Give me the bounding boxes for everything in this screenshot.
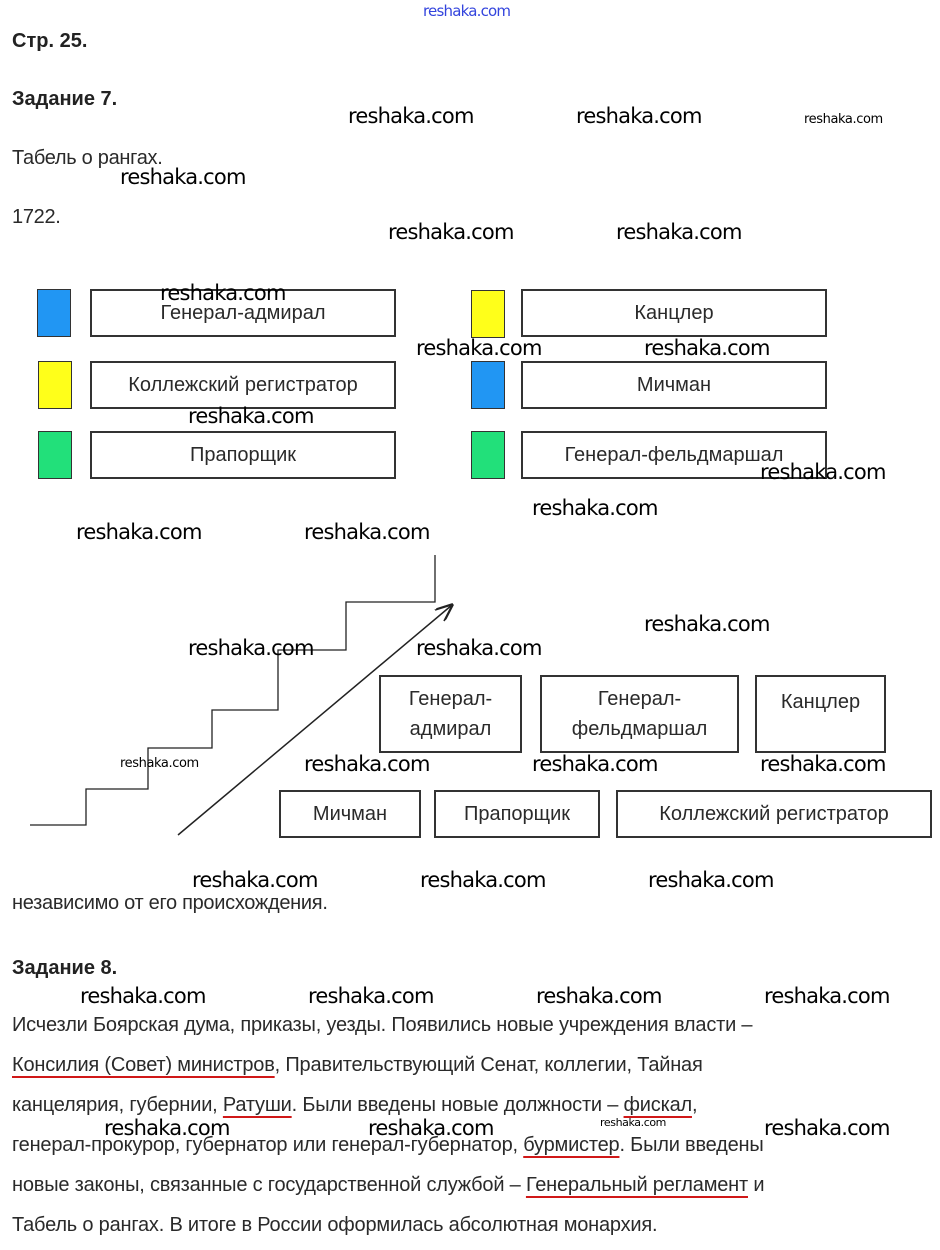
rank-box: Мичман	[521, 361, 827, 409]
watermark: reshaka.com	[804, 112, 883, 127]
task8-title: Задание 8.	[12, 957, 118, 979]
watermark: reshaka.com	[308, 984, 434, 1008]
ladder-box: Коллежский регистратор	[616, 790, 932, 838]
rank-box: Прапорщик	[90, 431, 396, 479]
text-line: канцелярия, губернии, Ратуши. Были введе…	[12, 1094, 698, 1117]
watermark: reshaka.com	[532, 752, 658, 776]
text: . Были введены новые должности –	[291, 1094, 624, 1116]
underlined-term: Ратуши	[222, 1094, 292, 1116]
watermark: reshaka.com	[648, 868, 774, 892]
watermark: reshaka.com	[104, 1116, 230, 1140]
watermark: reshaka.com	[348, 104, 474, 128]
watermark: reshaka.com	[188, 404, 314, 428]
rank-box: Генерал-адмирал	[90, 289, 396, 337]
conclusion: независимо от его происхождения.	[12, 892, 328, 914]
color-square-blue	[37, 289, 71, 337]
text: , Правительствующий Сенат, коллегии, Тай…	[274, 1054, 703, 1076]
rank-box: Коллежский регистратор	[90, 361, 396, 409]
page-reference: Стр. 25.	[12, 30, 88, 52]
watermark: reshaka.com	[80, 984, 206, 1008]
watermark: reshaka.com	[532, 496, 658, 520]
arrow-up	[177, 605, 452, 836]
task7-title: Задание 7.	[12, 88, 118, 110]
watermark: reshaka.com	[160, 281, 286, 305]
watermark: reshaka.com	[120, 165, 246, 189]
watermark: reshaka.com	[188, 636, 314, 660]
color-square-green	[471, 431, 505, 479]
watermark: reshaka.com	[416, 336, 542, 360]
text: ,	[691, 1094, 698, 1116]
watermark: reshaka.com	[760, 460, 886, 484]
ladder-box: Прапорщик	[434, 790, 600, 838]
text-line: Консилия (Совет) министров, Правительств…	[12, 1054, 703, 1077]
watermark: reshaka.com	[536, 984, 662, 1008]
text-line: новые законы, связанные с государственно…	[12, 1174, 765, 1197]
text-line: Исчезли Боярская дума, приказы, уезды. П…	[12, 1014, 753, 1037]
watermark: reshaka.com	[600, 1116, 666, 1129]
ladder-box: Генерал- адмирал	[379, 675, 522, 753]
ladder-box: Генерал- фельдмаршал	[540, 675, 739, 753]
text: генерал-прокурор, губернатор или генерал…	[12, 1134, 524, 1156]
text: Табель о рангах. В итоге в России оформи…	[12, 1214, 658, 1236]
text: канцелярия, губернии,	[12, 1094, 223, 1116]
answer-1: Табель о рангах.	[12, 147, 163, 169]
text: . Были введены	[619, 1134, 764, 1156]
watermark: reshaka.com	[120, 756, 199, 771]
color-square-yellow	[38, 361, 72, 409]
watermark[interactable]: reshaka.com	[423, 2, 511, 20]
rank-box: Генерал-фельдмаршал	[521, 431, 827, 479]
watermark: reshaka.com	[644, 336, 770, 360]
ladder-box: Мичман	[279, 790, 421, 838]
watermark: reshaka.com	[388, 220, 514, 244]
watermark: reshaka.com	[644, 612, 770, 636]
watermark: reshaka.com	[760, 752, 886, 776]
color-square-blue	[471, 361, 505, 409]
answer-2: 1722.	[12, 206, 61, 228]
watermark: reshaka.com	[76, 520, 202, 544]
watermark: reshaka.com	[192, 868, 318, 892]
watermark: reshaka.com	[304, 520, 430, 544]
watermark: reshaka.com	[304, 752, 430, 776]
color-square-green	[38, 431, 72, 479]
underlined-term: фискал	[623, 1094, 693, 1116]
watermark: reshaka.com	[616, 220, 742, 244]
rank-box: Канцлер	[521, 289, 827, 337]
text-line: генерал-прокурор, губернатор или генерал…	[12, 1134, 764, 1157]
text: Исчезли Боярская дума, приказы, уезды. П…	[12, 1014, 753, 1036]
text-line: Табель о рангах. В итоге в России оформи…	[12, 1214, 658, 1237]
watermark: reshaka.com	[764, 1116, 890, 1140]
stairs-line	[30, 555, 436, 826]
watermark: reshaka.com	[576, 104, 702, 128]
underlined-term: Генеральный регламент	[525, 1174, 748, 1196]
watermark: reshaka.com	[764, 984, 890, 1008]
color-square-yellow	[471, 290, 505, 338]
text: и	[747, 1174, 765, 1196]
watermark: reshaka.com	[416, 636, 542, 660]
ladder-box: Канцлер	[755, 675, 886, 753]
underlined-term: Консилия (Совет) министров	[12, 1054, 275, 1076]
underlined-term: бурмистер	[523, 1134, 620, 1156]
watermark: reshaka.com	[368, 1116, 494, 1140]
watermark: reshaka.com	[420, 868, 546, 892]
text: новые законы, связанные с государственно…	[12, 1174, 526, 1196]
